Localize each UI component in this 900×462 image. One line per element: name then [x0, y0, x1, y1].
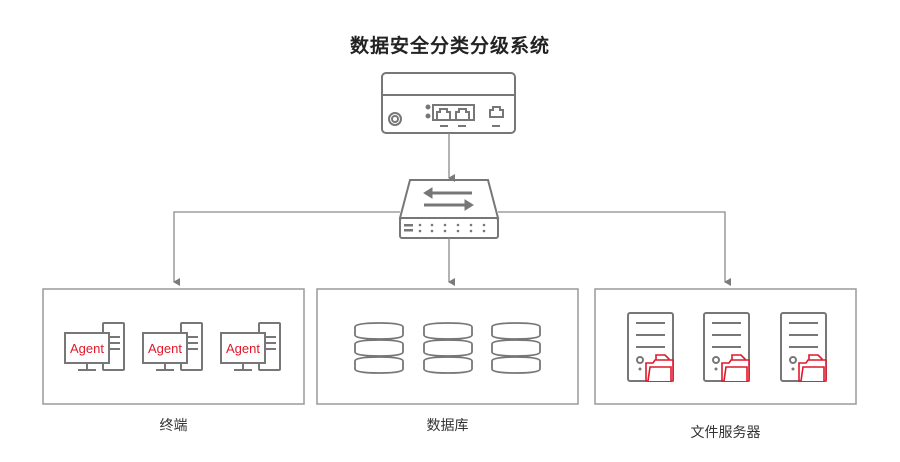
folder-icon	[721, 354, 750, 382]
group-label-database: 数据库	[426, 418, 469, 434]
folder-icon	[645, 354, 674, 382]
file-server-icon	[703, 312, 750, 382]
computer-icon: Agent	[220, 322, 281, 371]
file-server-icon	[627, 312, 674, 382]
agent-badge: Agent	[70, 341, 104, 356]
computer-icon: Agent	[142, 322, 203, 371]
diagram-title: 数据安全分类分级系统	[349, 35, 550, 57]
group-box-database	[316, 288, 579, 405]
computer-icon: Agent	[64, 322, 125, 371]
database-icon	[491, 322, 541, 374]
database-icon	[423, 322, 473, 374]
network-switch-icon	[398, 179, 500, 239]
security-appliance-icon	[381, 72, 516, 134]
agent-badge: Agent	[148, 341, 182, 356]
group-label-terminals: 终端	[159, 418, 188, 434]
folder-icon	[798, 354, 827, 382]
group-box-terminals	[42, 288, 305, 405]
database-icon	[354, 322, 404, 374]
link-switch-terminals	[173, 211, 400, 286]
file-server-icon	[780, 312, 827, 382]
link-switch-fileservers	[498, 211, 731, 286]
agent-badge: Agent	[226, 341, 260, 356]
group-label-fileservers: 文件服务器	[690, 425, 761, 441]
group-box-fileservers	[594, 288, 857, 405]
